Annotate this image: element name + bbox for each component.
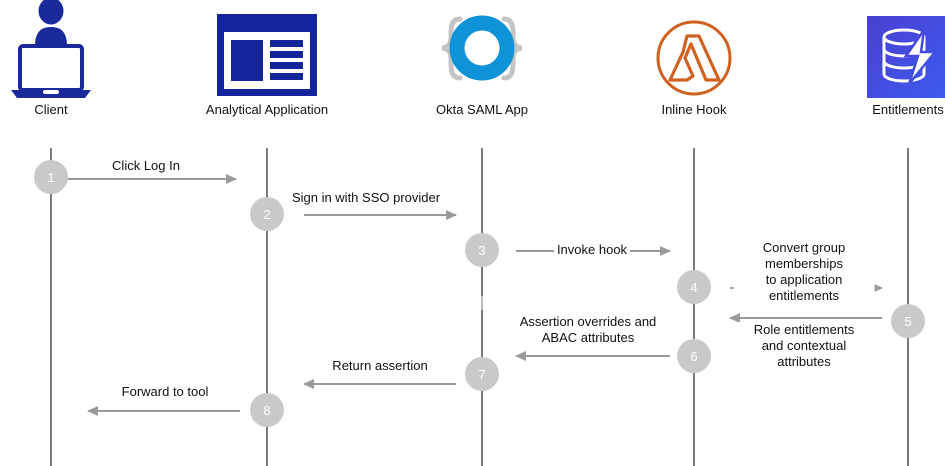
arrowhead-icon <box>446 210 457 220</box>
message-label-m4: Convert group memberships to application… <box>733 240 875 304</box>
step-badge-1: 1 <box>34 160 68 194</box>
lifeline-app <box>266 148 268 466</box>
step-badge-2: 2 <box>250 197 284 231</box>
actor-label-entitlements: Entitlements <box>872 102 944 117</box>
database-bolt-icon <box>813 2 945 98</box>
message-label-m5: Role entitlements and contextual attribu… <box>733 322 875 370</box>
lambda-circle-icon <box>599 2 789 98</box>
step-badge-8: 8 <box>250 393 284 427</box>
lifeline-client <box>50 148 52 466</box>
message-arrow-m2 <box>304 210 457 220</box>
actor-label-okta: Okta SAML App <box>435 102 528 117</box>
arrowhead-icon <box>226 174 237 184</box>
actor-client: Client <box>0 0 146 117</box>
actor-okta: Okta SAML App <box>387 2 577 117</box>
actor-label-hook: Inline Hook <box>661 102 727 117</box>
message-label-m7: Return assertion <box>329 358 431 374</box>
message-arrow-m1 <box>56 174 237 184</box>
arrowhead-icon <box>660 246 671 256</box>
message-arrow-m7 <box>303 379 456 389</box>
step-badge-7: 7 <box>465 357 499 391</box>
actor-app: Analytical Application <box>172 2 362 117</box>
actor-hook: Inline Hook <box>599 2 789 117</box>
message-arrow-m8 <box>87 406 240 416</box>
message-label-m6: Assertion overrides and ABAC attributes <box>516 314 660 346</box>
arrowhead-icon <box>872 283 883 293</box>
actor-entitlements: Entitlements <box>813 2 945 117</box>
actor-label-app: Analytical Application <box>205 102 329 117</box>
user-laptop-icon <box>0 0 146 98</box>
arrowhead-icon <box>729 313 740 323</box>
arrowhead-icon <box>515 351 526 361</box>
step-badge-3: 3 <box>465 233 499 267</box>
step-badge-6: 6 <box>677 339 711 373</box>
message-label-m1: Click Log In <box>109 158 183 174</box>
message-label-m3: Invoke hook <box>553 242 631 258</box>
message-label-m8: Forward to tool <box>118 384 212 400</box>
step-badge-5: 5 <box>891 304 925 338</box>
step-badge-4: 4 <box>677 270 711 304</box>
message-arrow-m5 <box>729 313 882 323</box>
okta-ring-braces-icon <box>387 2 577 98</box>
message-label-m2: Sign in with SSO provider <box>288 190 444 206</box>
application-window-icon <box>172 2 362 98</box>
actor-label-client: Client <box>34 102 68 117</box>
arrowhead-icon <box>303 379 314 389</box>
lifeline-hook <box>693 148 695 466</box>
arrowhead-icon <box>87 406 98 416</box>
message-arrow-m6 <box>515 351 670 361</box>
activation-bar-okta <box>481 296 483 310</box>
